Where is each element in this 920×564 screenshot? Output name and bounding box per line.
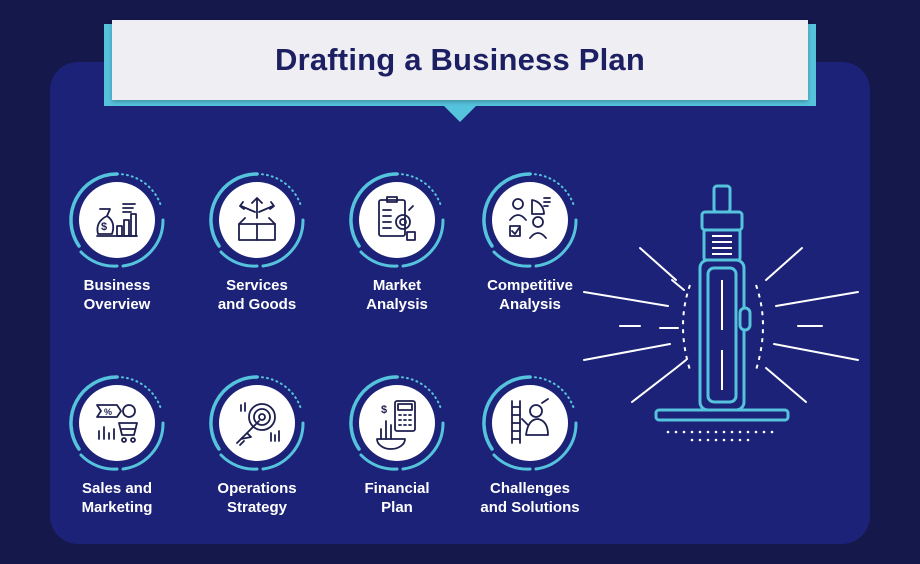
people-pie-chart-icon xyxy=(482,172,578,268)
money-bag-chart-icon: $ xyxy=(69,172,165,268)
clipboard-target-icon xyxy=(349,172,445,268)
title-banner: Drafting a Business Plan xyxy=(112,20,808,100)
ladder-person-icon xyxy=(482,375,578,471)
title-pointer xyxy=(442,104,478,122)
svg-text:$: $ xyxy=(381,404,387,416)
svg-text:$: $ xyxy=(101,221,107,233)
vape-pen-with-rays-icon xyxy=(583,184,859,442)
calculator-dollar-icon: $ xyxy=(349,375,445,471)
cart-discount-icon: % xyxy=(69,375,165,471)
rocket-target-icon xyxy=(209,375,305,471)
svg-text:%: % xyxy=(104,407,112,417)
box-arrows-icon xyxy=(209,172,305,268)
page-title: Drafting a Business Plan xyxy=(274,42,645,77)
